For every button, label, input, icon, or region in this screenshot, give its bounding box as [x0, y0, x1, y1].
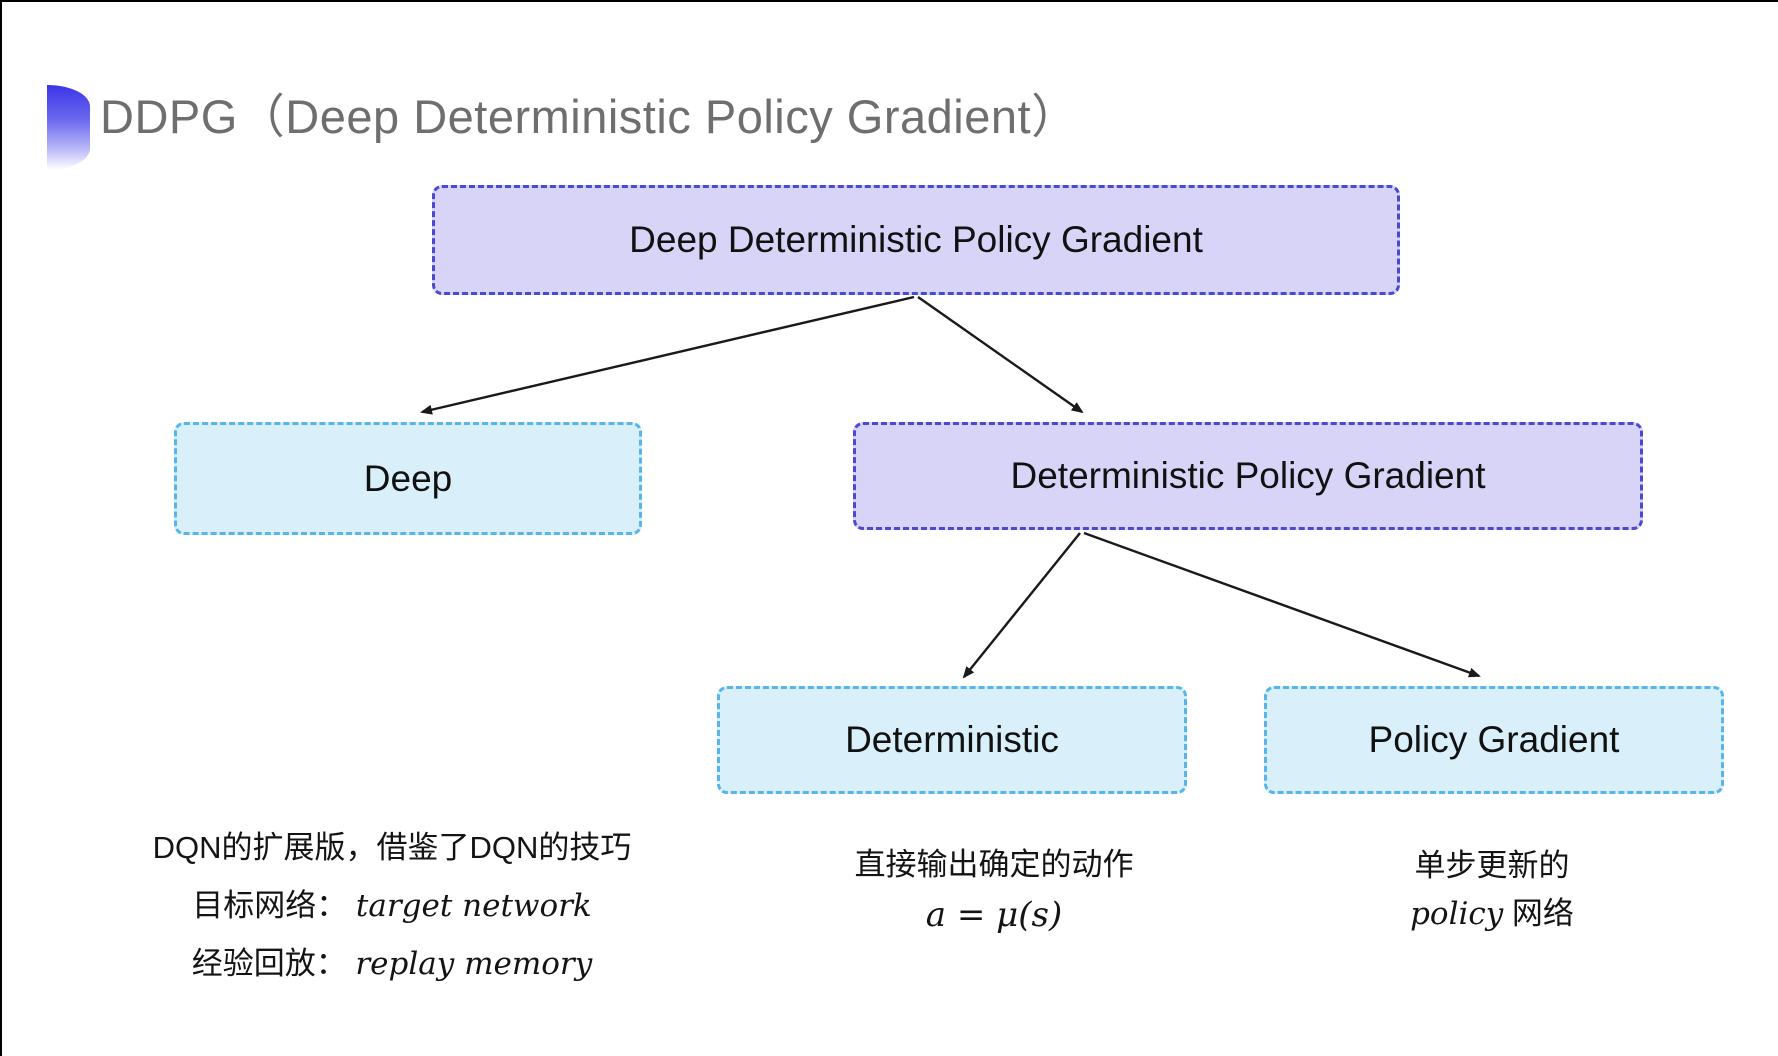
slide-title: DDPG（Deep Deterministic Policy Gradient）	[100, 90, 1079, 143]
node-deterministic-policy-gradient: Deterministic Policy Gradient	[853, 422, 1643, 530]
note-deep-line2-en: target network	[355, 888, 592, 924]
note-deep-line1: DQN的扩展版，借鉴了DQN的技巧	[152, 830, 632, 865]
note-deep-line3: 经验回放： replay memory	[112, 935, 672, 993]
node-deterministic: Deterministic	[717, 686, 1187, 794]
note-deep-line3-zh: 经验回放：	[191, 946, 347, 981]
note-policy-gradient-line2: policy 网络	[1292, 890, 1692, 938]
note-deep-line3-en: replay memory	[355, 946, 593, 982]
note-policy-gradient-line2-en: policy	[1410, 896, 1504, 932]
node-label: Deterministic	[845, 719, 1059, 760]
note-deep-line2: 目标网络： target network	[112, 877, 672, 935]
note-deterministic-line1: 直接输出确定的动作	[854, 847, 1134, 882]
note-policy-gradient: 单步更新的 policy 网络	[1292, 842, 1692, 938]
node-deep-deterministic-policy-gradient: Deep Deterministic Policy Gradient	[432, 185, 1400, 295]
note-policy-gradient-line1: 单步更新的	[1414, 848, 1570, 883]
note-policy-gradient-line2-zh: 网络	[1511, 896, 1574, 931]
note-deterministic: 直接输出确定的动作 a = μ(s)	[794, 840, 1194, 941]
equation-a-mu-s: a = μ(s)	[925, 895, 1063, 935]
node-deep: Deep	[174, 422, 642, 535]
node-label: Deep	[363, 457, 453, 499]
node-label: Policy Gradient	[1368, 719, 1620, 760]
node-label: Deterministic Policy Gradient	[1010, 455, 1486, 496]
title-accent-semicircle-icon	[47, 85, 90, 170]
note-deterministic-equation: a = μ(s)	[794, 890, 1194, 941]
note-deep: DQN的扩展版，借鉴了DQN的技巧 目标网络： target network 经…	[112, 819, 672, 993]
note-deep-line2-zh: 目标网络：	[192, 888, 348, 923]
node-label: Deep Deterministic Policy Gradient	[629, 219, 1203, 260]
node-policy-gradient: Policy Gradient	[1264, 686, 1724, 794]
